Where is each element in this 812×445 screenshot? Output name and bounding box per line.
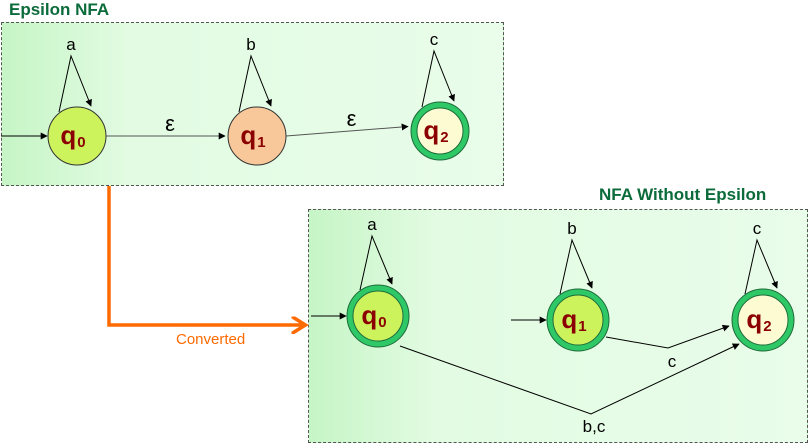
- transition-edge: [605, 324, 730, 349]
- self-loop-label: b: [246, 35, 255, 54]
- transition-edge: [399, 343, 740, 415]
- state-q1: q1: [227, 106, 287, 166]
- state-circle: [227, 106, 287, 166]
- self-loop-edge: [58, 54, 92, 113]
- transition-label: b,c: [583, 417, 606, 436]
- state-circle: [737, 294, 789, 346]
- nfa-without-epsilon-title: NFA Without Epsilon: [599, 185, 767, 204]
- self-loop-label: c: [430, 30, 439, 49]
- state-circle: [47, 106, 107, 166]
- self-loop-label: b: [567, 219, 576, 238]
- self-loop-edge: [359, 234, 393, 291]
- transition-edge: [285, 123, 409, 137]
- state-q1: q1: [546, 288, 610, 352]
- self-loop-label: c: [753, 219, 762, 238]
- self-loop-edge: [744, 238, 778, 295]
- state-label: q2: [746, 304, 771, 335]
- epsilon-nfa-title: Epsilon NFA: [9, 0, 110, 19]
- self-loop-edge: [421, 49, 455, 108]
- self-loop-edge: [238, 54, 272, 113]
- converted-label: Converted: [176, 331, 246, 348]
- conversion-arrow: [107, 186, 302, 325]
- transition-label: ε: [347, 106, 357, 131]
- transition-label: ε: [165, 111, 175, 136]
- state-circle: [552, 294, 604, 346]
- self-loop-label: a: [66, 35, 76, 54]
- self-loop-label: a: [367, 215, 377, 234]
- state-circle: [352, 290, 404, 342]
- state-q2: q2: [731, 288, 795, 352]
- state-q0: q0: [346, 284, 410, 348]
- state-q2: q2: [410, 101, 470, 161]
- state-label: q0: [60, 120, 85, 151]
- state-circle: [416, 107, 464, 155]
- state-q0: q0: [47, 106, 107, 166]
- transition-label: c: [668, 352, 677, 371]
- state-label: q0: [361, 300, 386, 331]
- self-loop-edge: [559, 238, 593, 295]
